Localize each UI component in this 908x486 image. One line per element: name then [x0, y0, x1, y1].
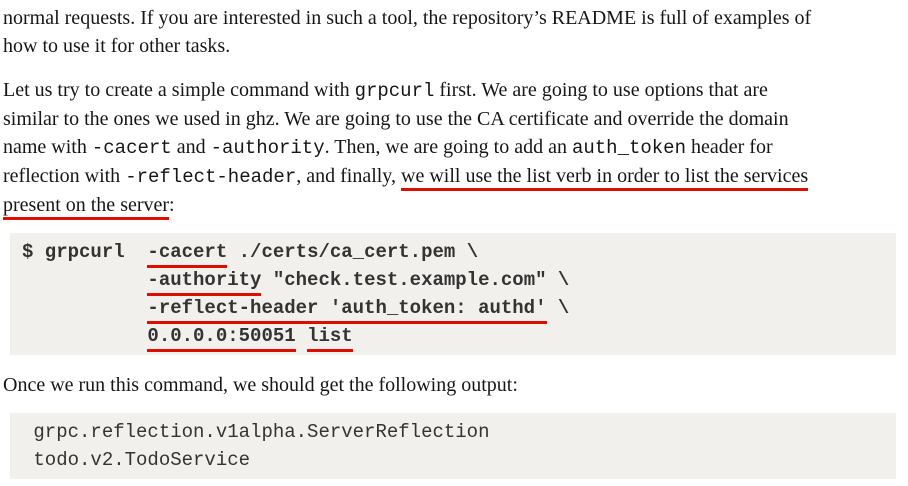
text-run: , and finally,: [296, 165, 402, 187]
code-line: 0.0.0.0:50051 list: [22, 322, 888, 352]
text-run: [22, 269, 147, 291]
text-line: reflection with -reflect-header, and fin…: [3, 162, 908, 191]
code-line: todo.v2.TodoService: [22, 446, 888, 474]
text-run: similar to the ones we used in ghz. We a…: [3, 108, 789, 130]
text-line: present on the server:: [3, 191, 908, 220]
red-underlined-code: 0.0.0.0:50051: [147, 325, 296, 352]
text-run: first. We are going to use options that …: [434, 79, 768, 101]
code-line: -authority "check.test.example.com" \: [22, 266, 888, 296]
text-line: name with -cacert and -authority. Then, …: [3, 133, 908, 162]
text-run: and: [171, 136, 211, 158]
text-run: \: [546, 297, 570, 319]
text-run: [296, 325, 307, 347]
text-run: grpc.reflection.v1alpha.ServerReflection: [22, 421, 490, 443]
text-run: how to use it for other tasks.: [3, 35, 231, 57]
inline-code: -reflect-header: [125, 166, 297, 188]
intro-paragraph: normal requests. If you are interested i…: [3, 4, 908, 60]
text-line: normal requests. If you are interested i…: [3, 4, 908, 32]
inline-code: grpcurl: [354, 80, 435, 102]
inline-code: auth_token: [571, 137, 686, 159]
text-line: Once we run this command, we should get …: [3, 371, 908, 399]
text-run: :: [169, 194, 175, 216]
inline-code: -cacert: [91, 137, 172, 159]
text-line: Let us try to create a simple command wi…: [3, 76, 908, 105]
output-intro-paragraph: Once we run this command, we should get …: [3, 371, 908, 399]
text-run: Let us try to create a simple command wi…: [3, 79, 355, 101]
text-run: $ grpcurl: [22, 241, 148, 263]
red-underlined-code: -cacert: [147, 241, 228, 268]
code-line: $ grpcurl -cacert ./certs/ca_cert.pem \: [22, 238, 888, 268]
text-line: similar to the ones we used in ghz. We a…: [3, 105, 908, 133]
text-run: "check.test.example.com" \: [261, 269, 570, 291]
red-underlined-text: we will use the list verb in order to li…: [401, 165, 809, 191]
text-run: . Then, we are going to add an: [324, 136, 572, 158]
command-output-code-block: grpc.reflection.v1alpha.ServerReflection…: [10, 413, 896, 479]
grpcurl-explanation-paragraph: Let us try to create a simple command wi…: [3, 76, 908, 220]
inline-code: -authority: [210, 137, 325, 159]
grpcurl-command-code-block: $ grpcurl -cacert ./certs/ca_cert.pem \ …: [10, 233, 896, 355]
red-underlined-code: -reflect-header 'auth_token: authd': [147, 297, 547, 324]
text-run: Once we run this command, we should get …: [3, 374, 518, 396]
text-run: [22, 325, 147, 347]
code-line: -reflect-header 'auth_token: authd' \: [22, 294, 888, 324]
text-run: [22, 297, 147, 319]
text-run: name with: [3, 136, 92, 158]
text-run: reflection with: [3, 165, 126, 187]
text-run: ./certs/ca_cert.pem \: [227, 241, 479, 263]
code-line: grpc.reflection.v1alpha.ServerReflection: [22, 418, 888, 446]
text-line: how to use it for other tasks.: [3, 32, 908, 60]
text-run: todo.v2.TodoService: [22, 449, 251, 471]
red-underlined-code: list: [307, 325, 353, 352]
text-run: normal requests. If you are interested i…: [3, 7, 812, 29]
red-underlined-code: -authority: [147, 269, 262, 296]
text-run: header for: [686, 136, 773, 158]
red-underlined-text: present on the server: [3, 194, 170, 220]
